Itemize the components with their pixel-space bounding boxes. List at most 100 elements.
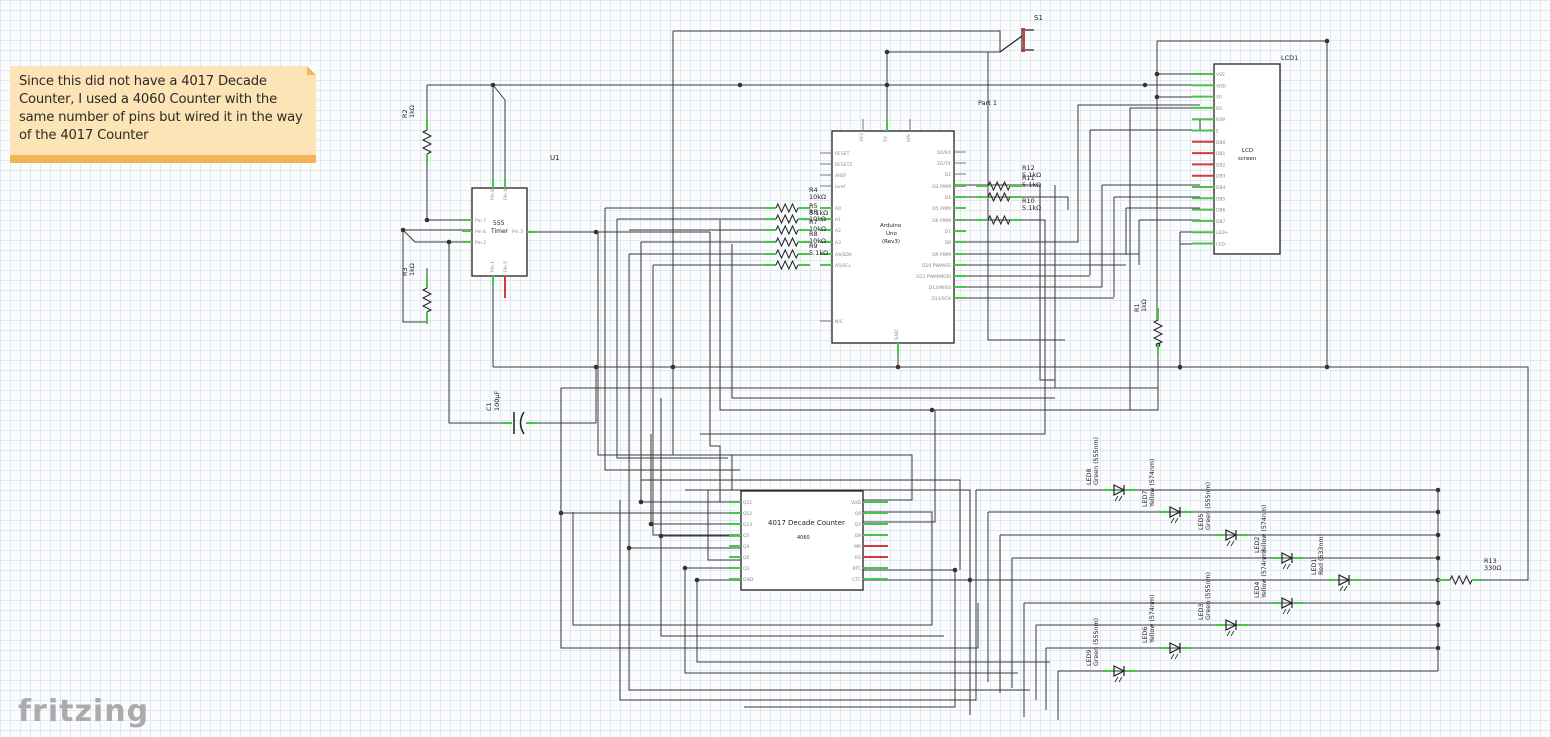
resistor-r9[interactable]: R95.1kΩ xyxy=(764,242,828,271)
arduino-pin-label: D6 PWM xyxy=(932,218,951,224)
led-ref: LED5 xyxy=(1198,514,1205,530)
arduino-pin-label: D10 PWM/SS xyxy=(922,263,951,269)
counter-pin-label: RTC xyxy=(853,566,861,572)
lcd-pin-label: DB2 xyxy=(1216,162,1226,168)
r9-ref: R9 xyxy=(809,242,818,250)
junction-dot xyxy=(1435,487,1441,493)
r5-value: 5.1kΩ xyxy=(809,209,828,217)
led-label: Red (633nm) xyxy=(1318,534,1325,575)
junction-dot xyxy=(400,227,406,233)
arduino-pin-label: GND xyxy=(894,329,900,340)
switch-ref: S1 xyxy=(1034,14,1043,22)
arduino-pin-label: D11 PWM/MOSI xyxy=(916,274,951,280)
arduino-pin-label: D9 PWM xyxy=(932,252,951,258)
counter-pin-label: MR xyxy=(854,544,861,550)
junction-dot xyxy=(1435,645,1441,651)
u1-555-timer[interactable]: U1 555 Timer Pin 7 Pin 6 Pin 2 Pin 3 Pin… xyxy=(462,154,560,298)
counter-pin-label: Q3 xyxy=(743,566,750,572)
arduino-pin-label: D0/RX xyxy=(937,150,951,156)
junction-dot xyxy=(967,577,973,583)
note-sticky[interactable]: Since this did not have a 4017 Decade Co… xyxy=(10,66,316,162)
counter-pin-label: Q6 xyxy=(743,555,750,561)
u1-ref: U1 xyxy=(550,154,560,162)
led-ref: LED3 xyxy=(1198,604,1205,620)
junction-dot xyxy=(884,82,890,88)
r1-value: 1kΩ xyxy=(1140,299,1148,312)
r6-value: 10kΩ xyxy=(809,215,826,223)
lcd-pin-label: V0 xyxy=(1216,95,1222,101)
r9-value: 5.1kΩ xyxy=(809,249,828,257)
note-text: Since this did not have a 4017 Decade Co… xyxy=(19,74,303,143)
u1-pin-label: Pin 2 xyxy=(475,240,486,246)
arduino-pin-label: A2 xyxy=(835,228,841,234)
u1-subtitle: Timer xyxy=(490,228,509,235)
arduino-pin-label: A5/SCL xyxy=(835,263,851,269)
arduino-pin-label: RESET xyxy=(835,151,850,157)
r12-value: 5.1kΩ xyxy=(1022,171,1041,179)
counter-pin-label: Q11 xyxy=(743,500,752,506)
counter-4060[interactable]: 4017 Decade Counter 4060 Q11Q12Q13Q5Q4Q6… xyxy=(729,490,888,591)
lcd-pin-label: LED- xyxy=(1216,242,1227,248)
r7-ref: R7 xyxy=(809,218,818,226)
r8-ref: R8 xyxy=(809,230,818,238)
junction-dots xyxy=(400,38,1441,651)
lcd-pin-label: DB4 xyxy=(1216,185,1226,191)
c1-value: 100µF xyxy=(493,390,501,411)
arduino-uno[interactable]: Arduino Uno (Rev3) RESETRESET2AREFiorefA… xyxy=(820,119,966,355)
switch-s1[interactable]: S1 Part 1 xyxy=(978,14,1043,107)
junction-dot xyxy=(1177,364,1183,370)
junction-dot xyxy=(558,510,564,516)
r10-value: 5.1kΩ xyxy=(1022,204,1041,212)
junction-dot xyxy=(1142,82,1148,88)
arduino-pin-label: D12/MISO xyxy=(929,285,952,291)
r8-value: 10kΩ xyxy=(809,237,826,245)
junction-dot xyxy=(682,565,688,571)
junction-dot xyxy=(648,521,654,527)
led-ref: LED4 xyxy=(1254,582,1261,598)
wires xyxy=(402,30,1529,720)
junction-dot xyxy=(593,364,599,370)
resistor-r5[interactable]: R55.1kΩ xyxy=(764,202,828,225)
counter-pin-label: RS xyxy=(855,555,861,561)
lcd-pin-label: R/W xyxy=(1216,117,1226,123)
arduino-pin-label: D3 PWM xyxy=(932,184,951,190)
junction-dot xyxy=(1435,532,1441,538)
fritzing-logo: fritzing xyxy=(18,694,150,729)
r4-value: 10kΩ xyxy=(809,193,826,201)
r13-ref: R13 xyxy=(1484,557,1497,565)
c1-ref: C1 xyxy=(485,402,493,411)
led-label: Green (555nm) xyxy=(1093,618,1100,666)
led-label: Green (555nm) xyxy=(1205,482,1212,530)
lcd-screen[interactable]: LCD1 LCD screen VSSVDDV0RSR/WEDB0DB1DB2D… xyxy=(1192,54,1298,255)
note-strip xyxy=(10,155,316,162)
counter-pin-label: Q12 xyxy=(743,511,752,517)
capacitor-c1[interactable]: C1 100µF xyxy=(485,390,540,435)
led-ref: LED8 xyxy=(1086,469,1093,485)
arduino-pin-label: AREF xyxy=(835,173,847,179)
lcd-subtitle: screen xyxy=(1238,156,1257,162)
junction-dot xyxy=(658,533,664,539)
lcd-pins: VSSVDDV0RSR/WEDB0DB1DB2DB3DB4DB5DB6DB7LE… xyxy=(1192,72,1229,248)
